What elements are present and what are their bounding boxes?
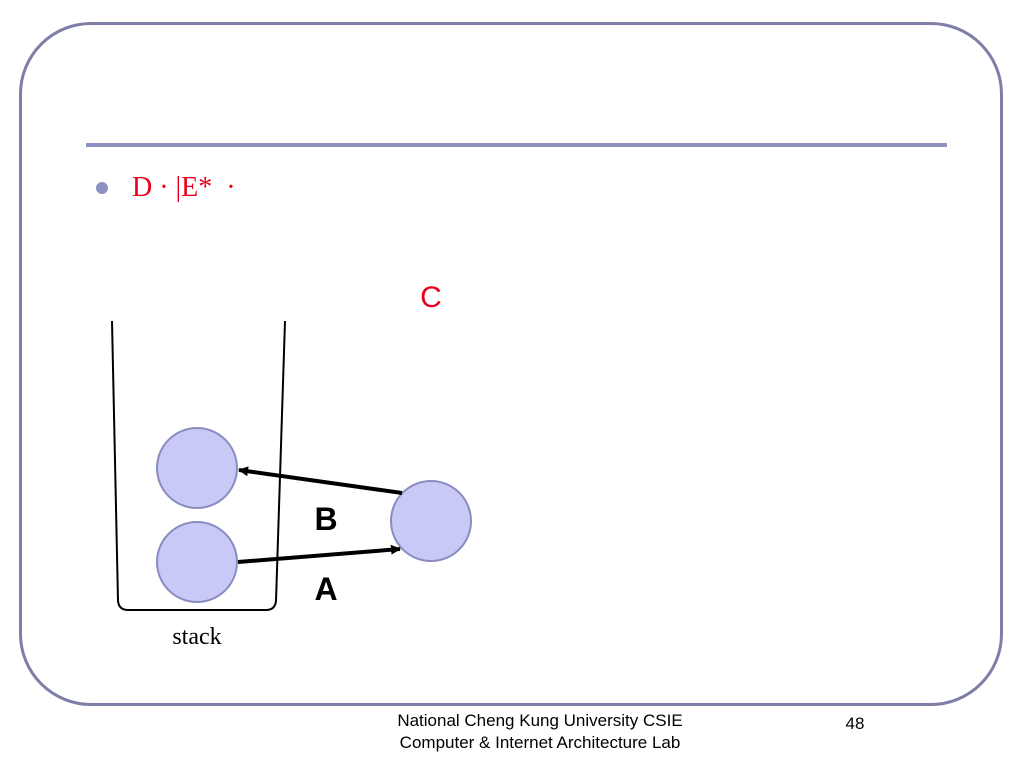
bullet-item: D · |E* · (96, 168, 236, 208)
stack-node-bottom (156, 521, 238, 603)
slide-frame (19, 22, 1003, 706)
footer-line-1: National Cheng Kung University CSIE (397, 711, 683, 730)
arrow-a (237, 544, 401, 564)
external-node (390, 480, 472, 562)
label-c: C (420, 281, 442, 314)
stack-node-top (156, 427, 238, 509)
bullet-text: D · |E* · (132, 172, 236, 203)
stack-container (111, 320, 286, 611)
title-rule (86, 143, 947, 147)
label-b: B (314, 501, 337, 537)
bullet-dot-icon (96, 182, 108, 194)
label-a: A (314, 571, 337, 607)
stack-label: stack (172, 624, 221, 650)
footer: National Cheng Kung University CSIE Comp… (340, 710, 740, 754)
arrow-b (238, 466, 403, 495)
footer-line-2: Computer & Internet Architecture Lab (399, 733, 681, 752)
page-number: 48 (845, 714, 865, 733)
